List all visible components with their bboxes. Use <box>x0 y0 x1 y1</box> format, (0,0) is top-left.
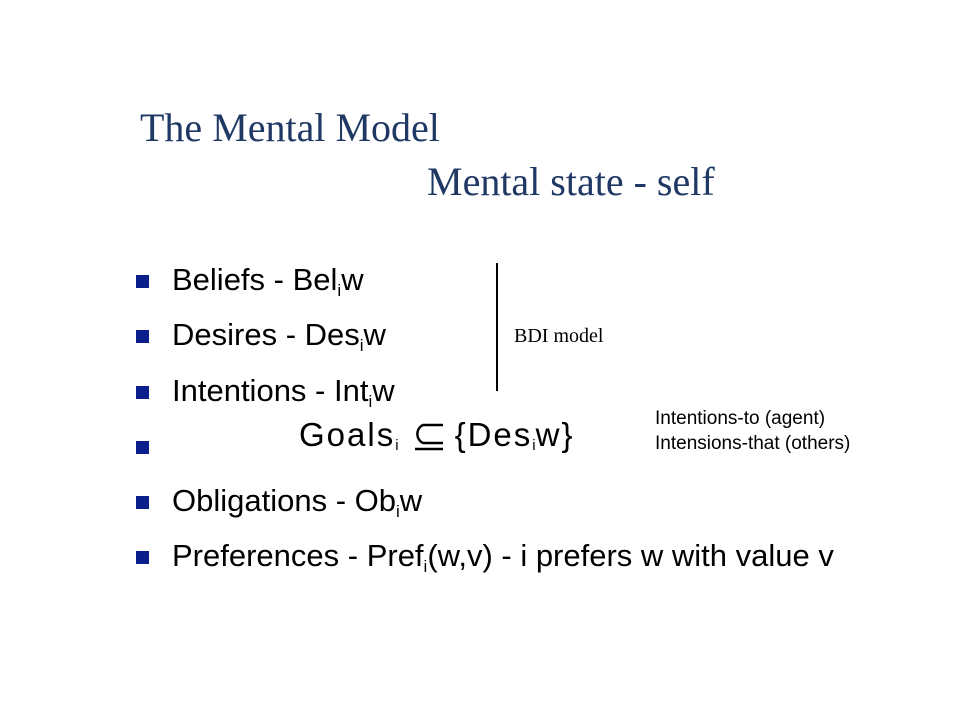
bullet-text: Beliefs - Beliw <box>172 262 364 300</box>
bdi-model-label: BDI model <box>514 325 604 347</box>
intentions-note-line: Intentions-to (agent) <box>655 408 826 429</box>
bullet-text: Preferences - Prefi(w,v) - i prefers w w… <box>172 538 834 576</box>
slide-title: The Mental Model <box>140 105 440 150</box>
bullet-square-icon <box>136 496 149 509</box>
bullet-square-icon <box>136 275 149 288</box>
bullet-text: Desires - Desiw <box>172 317 386 355</box>
bullet-text: Obligations - Obiw <box>172 483 423 521</box>
goals-formula: Goalsi{Desiw} <box>299 416 575 454</box>
bullet-text: Intentions - Intiw <box>172 373 395 411</box>
bdi-bracket-line <box>496 263 498 391</box>
bullet-square-icon <box>136 330 149 343</box>
bullet-square-icon <box>136 441 149 454</box>
subset-or-equal-icon <box>414 423 443 451</box>
bullet-square-icon <box>136 386 149 399</box>
intentions-note: Intentions-to (agent) Intensions-that (o… <box>655 406 850 456</box>
slide-subtitle: Mental state - self <box>427 159 715 204</box>
intentions-note-line: Intensions-that (others) <box>655 433 851 454</box>
bullet-square-icon <box>136 551 149 564</box>
